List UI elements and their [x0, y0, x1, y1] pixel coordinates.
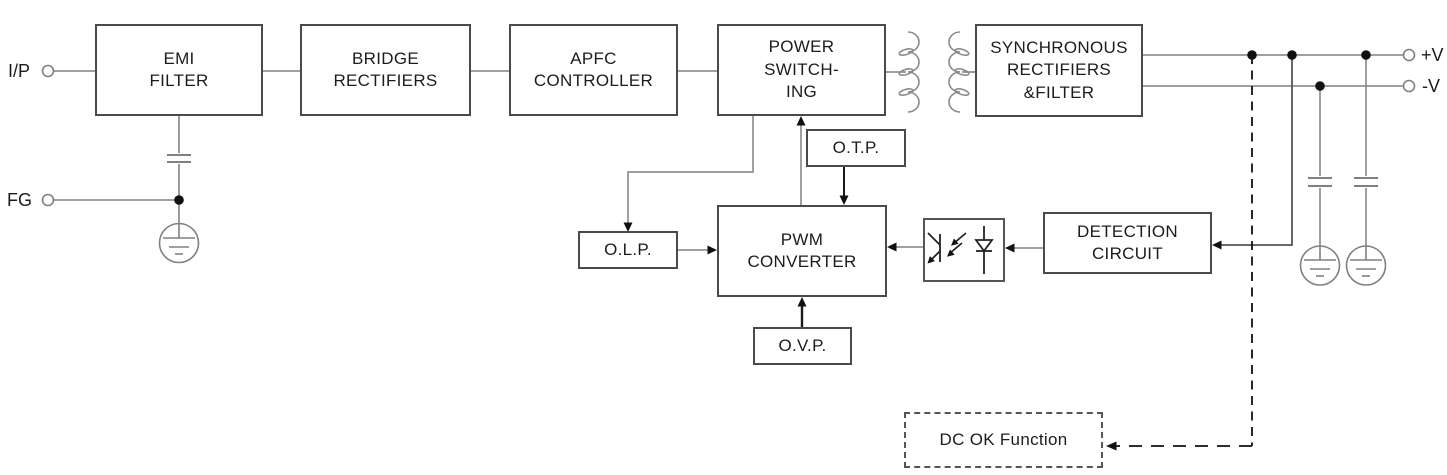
- block-label: PWM: [780, 229, 824, 249]
- block-dc-ok-function: DC OK Function: [904, 412, 1103, 468]
- vplus-to-detection-wire: [1221, 55, 1293, 246]
- block-power-switching: POWER SWITCH- ING: [717, 24, 886, 116]
- optocoupler-icon: [927, 226, 994, 274]
- block-olp: O.L.P.: [578, 231, 678, 269]
- arrow-right-icon: [707, 245, 717, 255]
- arrow-left-icon: [1005, 243, 1015, 253]
- block-label: CONTROLLER: [533, 71, 654, 90]
- block-label: DETECTION: [1077, 221, 1178, 241]
- earth-ground-icon: [158, 222, 200, 264]
- transformer-coil-icon: [898, 31, 970, 113]
- block-label: O.T.P.: [832, 137, 880, 157]
- v-minus-terminal-label: -V: [1422, 76, 1440, 96]
- arrow-left-icon: [1106, 441, 1117, 451]
- block-label: O.L.P.: [604, 239, 652, 259]
- block-synchronous-rectifiers: SYNCHRONOUS RECTIFIERS &FILTER: [975, 24, 1143, 117]
- dc-ok-dashed-wire: [1116, 55, 1253, 447]
- block-label: RECTIFIERS: [333, 71, 438, 90]
- block-emi-filter: EMI FILTER: [95, 24, 263, 116]
- arrow-left-icon: [887, 242, 897, 252]
- arrow-up-icon: [797, 297, 807, 307]
- block-label: ING: [785, 82, 818, 102]
- junction-dot: [1315, 81, 1325, 91]
- block-label: RECTIFIERS: [1006, 60, 1112, 80]
- arrow-down-icon: [623, 222, 633, 232]
- input-terminal-label: I/P: [8, 61, 31, 81]
- optocoupler-box: [923, 218, 1005, 282]
- capacitor-icon: [1308, 177, 1332, 187]
- block-label: CONVERTER: [747, 252, 857, 271]
- block-label: APFC: [570, 48, 617, 68]
- arrow-left-icon: [1212, 240, 1222, 250]
- terminal-circle-icon: [41, 64, 55, 78]
- terminal-circle-icon: [1402, 79, 1416, 93]
- junction-dot: [174, 195, 184, 205]
- block-bridge-rectifiers: BRIDGE RECTIFIERS: [300, 24, 471, 116]
- block-label: &FILTER: [1023, 82, 1095, 102]
- capacitor-icon: [167, 154, 191, 163]
- block-label: O.V.P.: [778, 335, 827, 355]
- block-label: DC OK Function: [939, 429, 1068, 449]
- block-label: CIRCUIT: [1091, 244, 1164, 263]
- capacitor-icon: [1354, 177, 1378, 187]
- v-plus-terminal-label: +V: [1421, 45, 1444, 65]
- junction-dot: [1287, 50, 1297, 60]
- fg-terminal-label: FG: [7, 190, 32, 210]
- block-apfc-controller: APFC CONTROLLER: [509, 24, 678, 116]
- power-to-olp-wire: [627, 116, 754, 224]
- arrow-down-icon: [839, 195, 849, 205]
- block-ovp: O.V.P.: [753, 327, 852, 365]
- earth-ground-icon: [1345, 245, 1387, 286]
- arrow-up-icon: [796, 116, 806, 126]
- earth-ground-icon: [1299, 245, 1341, 286]
- fg-wire: [54, 116, 180, 224]
- block-label: SYNCHRONOUS: [990, 37, 1128, 57]
- block-pwm-converter: PWM CONVERTER: [717, 205, 887, 297]
- block-label: POWER: [768, 37, 835, 57]
- block-label: SWITCH-: [764, 59, 839, 79]
- terminal-circle-icon: [41, 193, 55, 207]
- block-label: FILTER: [149, 71, 209, 90]
- block-detection-circuit: DETECTION CIRCUIT: [1043, 212, 1212, 274]
- junction-dot: [1247, 50, 1257, 60]
- block-label: EMI: [163, 48, 195, 68]
- block-label: BRIDGE: [352, 48, 419, 68]
- junction-dot: [1361, 50, 1371, 60]
- terminal-circle-icon: [1402, 48, 1416, 62]
- block-otp: O.T.P.: [806, 129, 906, 167]
